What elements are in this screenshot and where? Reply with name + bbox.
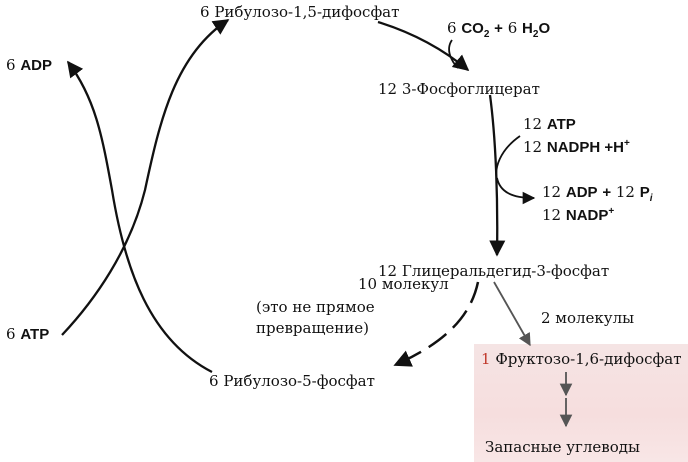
curve-ribulose-phosphate-to-adp bbox=[67, 60, 213, 374]
input-nadph: 12 NADPH +H+ bbox=[523, 138, 630, 156]
node-ribulose-bisphosphate: 6 Рибулозо-1,5-дифосфат bbox=[200, 3, 400, 21]
curve-atp-to-ribulose-bisphosphate bbox=[61, 19, 230, 336]
atp-nadph-input-curve bbox=[495, 135, 521, 181]
input-atp: 12 ATP bbox=[523, 115, 576, 133]
node-glyceraldehyde: 12 Глицеральдегид-3-фосфат bbox=[378, 262, 610, 280]
arrow-g3p-to-fructose bbox=[493, 281, 531, 347]
arrow-rubp-to-pga bbox=[377, 20, 470, 72]
output-adp-pi: 12 ADP + 12 Pi bbox=[542, 183, 653, 204]
carbohydrate-box bbox=[474, 344, 688, 462]
label-not-direct-1: (это не прямое bbox=[256, 298, 375, 316]
node-phosphoglycerate: 12 3-Фосфоглицерат bbox=[378, 80, 540, 98]
output-nadp: 12 NADP+ bbox=[542, 206, 615, 224]
node-fructose: 1 Фруктозо-1,6-дифосфат bbox=[481, 350, 682, 368]
input-co2-h2o: 6 CO2 + 6 H2O bbox=[447, 19, 551, 40]
left-atp: 6 ATP bbox=[6, 325, 50, 343]
dashed-arrow-g3p-to-ru5p bbox=[393, 281, 480, 367]
label-two-molecules: 2 молекулы bbox=[541, 309, 635, 327]
label-ten-molecules: 10 молекул bbox=[358, 275, 449, 293]
label-not-direct-2: превращение) bbox=[256, 319, 370, 337]
node-storage: Запасные углеводы bbox=[485, 438, 640, 456]
adp-nadp-output-curve bbox=[496, 177, 536, 205]
co2-input-curve bbox=[448, 39, 459, 69]
node-ribulose-phosphate: 6 Рибулозо-5-фосфат bbox=[209, 372, 375, 390]
left-adp: 6 ADP bbox=[6, 56, 52, 74]
